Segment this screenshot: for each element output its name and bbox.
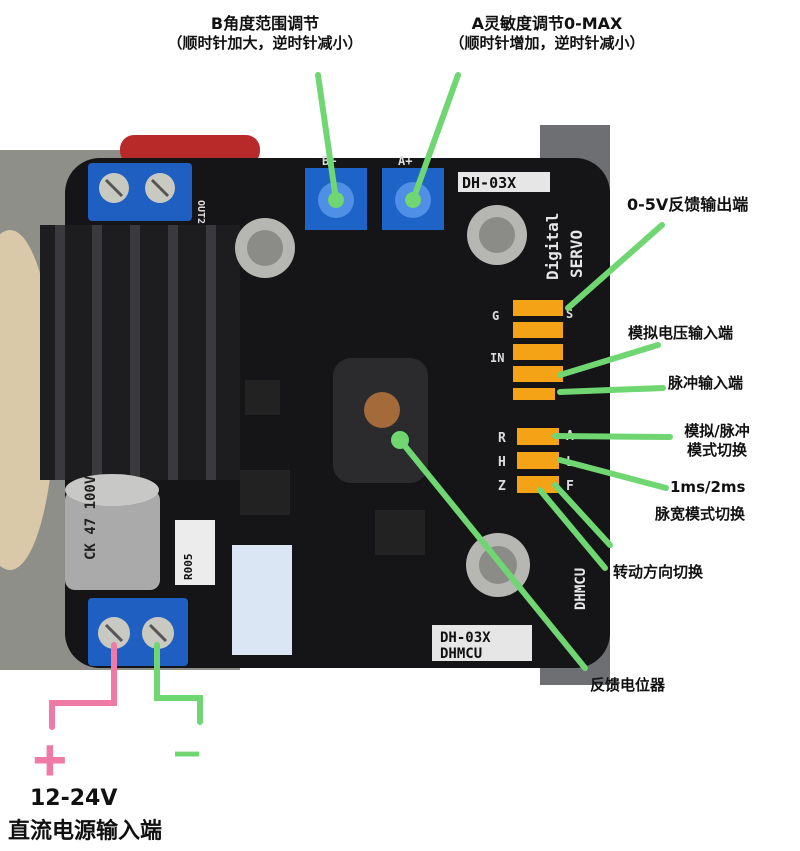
leader-pink	[49, 642, 117, 730]
svg-text:H: H	[498, 455, 506, 470]
svg-text:A+: A+	[398, 154, 412, 168]
leader-lines	[154, 72, 673, 725]
label-a-sensitivity: A灵敏度调节0-MAX （顺时针增加，逆时针减小）	[449, 14, 645, 52]
svg-text:R005: R005	[182, 554, 195, 581]
svg-text:F: F	[566, 479, 574, 494]
dip-switch	[232, 545, 292, 655]
plus-symbol: +	[33, 727, 67, 792]
silk-out2: OUT2	[195, 200, 206, 224]
feedback-pot-body	[333, 358, 428, 483]
heatsink	[40, 225, 240, 480]
silk-digital: Digital	[543, 213, 562, 280]
label-analog-input: 模拟电压输入端	[628, 324, 734, 342]
label-b-range: B角度范围调节 （顺时针加大，逆时针减小）	[167, 14, 363, 52]
label-pulse-input: 脉冲输入端	[668, 374, 744, 392]
label-feedback-pot: 反馈电位器	[590, 676, 666, 694]
svg-text:Z: Z	[498, 479, 506, 494]
jumpers	[517, 428, 559, 493]
cable-red	[120, 135, 260, 165]
label-power-voltage: 12-24V	[30, 786, 118, 811]
label-pulse-width: 1ms/2ms 脉宽模式切换	[655, 478, 746, 523]
ic-mcu	[375, 510, 425, 555]
silk-brand: DHMCU	[440, 646, 482, 662]
screw-top-right	[467, 205, 527, 265]
screw-top-left	[235, 218, 295, 278]
resistor	[175, 520, 215, 585]
terminal-power	[88, 598, 188, 666]
ic-small	[245, 380, 280, 415]
silk-model-bottom: DH-03X	[440, 630, 491, 646]
capacitor	[65, 474, 160, 590]
label-power-input: 直流电源输入端	[8, 819, 163, 844]
silk-servo: SERVO	[567, 230, 586, 278]
silk-model-top: DH-03X	[462, 174, 516, 192]
minus-symbol: —	[175, 729, 200, 775]
svg-text:G: G	[492, 309, 499, 323]
svg-text:S: S	[566, 307, 573, 321]
svg-text:IN: IN	[490, 351, 504, 365]
header-pins	[513, 300, 563, 400]
terminal-out	[88, 163, 192, 221]
silk-brand-side: DHMCU	[573, 568, 589, 610]
label-feedback-out: 0-5V反馈输出端	[627, 195, 749, 214]
label-mode-switch: 模拟/脉冲 模式切换	[684, 422, 750, 459]
cap-label: CK 47 100V	[83, 475, 99, 560]
label-direction: 转动方向切换	[613, 563, 704, 581]
svg-text:R: R	[498, 431, 506, 446]
ic-driver	[240, 470, 290, 515]
